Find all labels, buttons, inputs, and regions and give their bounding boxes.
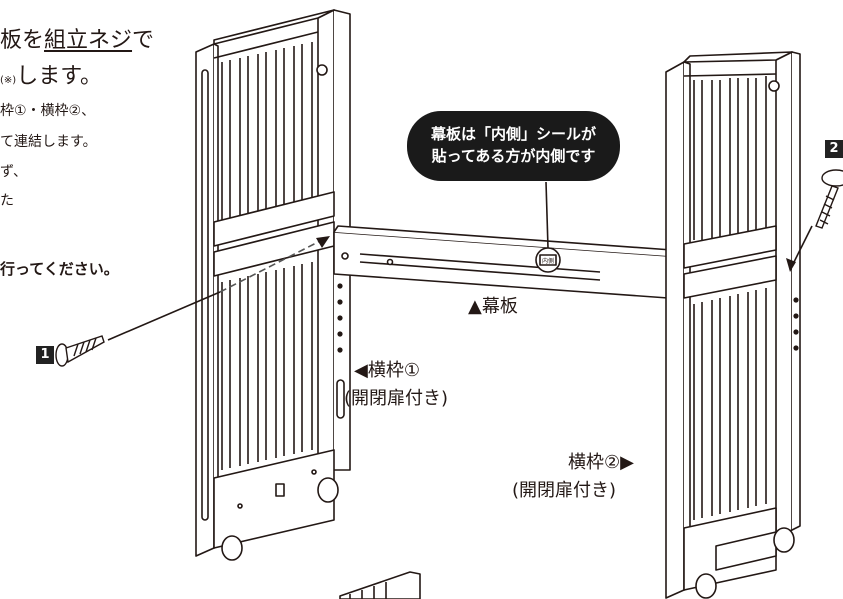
instruction-note: 行ってください。: [0, 260, 119, 278]
makuita-label: ▲幕板: [468, 296, 518, 317]
yokowaku2-label: 横枠②▶: [568, 452, 634, 473]
callout-line-2: 貼ってある方が内側です: [431, 147, 596, 165]
step-1-badge: 1: [36, 346, 54, 364]
instruction-line-1: 板を組立ネジで: [0, 28, 155, 53]
instruction-line-6: た: [0, 193, 14, 209]
right-end-frame: [665, 51, 801, 599]
callout-line-1: 幕板は「内側」シールが: [430, 125, 596, 143]
screw-1: [55, 335, 105, 367]
crossbar-makuita: [333, 225, 673, 299]
instruction-line-2: (※)します。: [0, 64, 102, 89]
yokowaku1-sub-label: (開閉扉付き): [344, 388, 449, 409]
instruction-line-3: 枠①・横枠②、: [0, 103, 96, 119]
assembly-screw-term: 組立ネジ: [44, 28, 133, 53]
instruction-line-4: て連結します。: [0, 134, 97, 150]
step-2-badge: 2: [825, 140, 843, 158]
inside-sticker-callout: 幕板は「内側」シールが 貼ってある方が内側です: [407, 111, 620, 181]
yokowaku1-label: ◀横枠①: [354, 360, 420, 381]
inside-sticker: 内側: [542, 258, 555, 265]
screw-2: [815, 169, 843, 229]
yokowaku2-sub-label: (開閉扉付き): [512, 480, 617, 501]
instruction-line-5: ず、: [0, 164, 28, 180]
left-end-frame: [195, 9, 351, 561]
